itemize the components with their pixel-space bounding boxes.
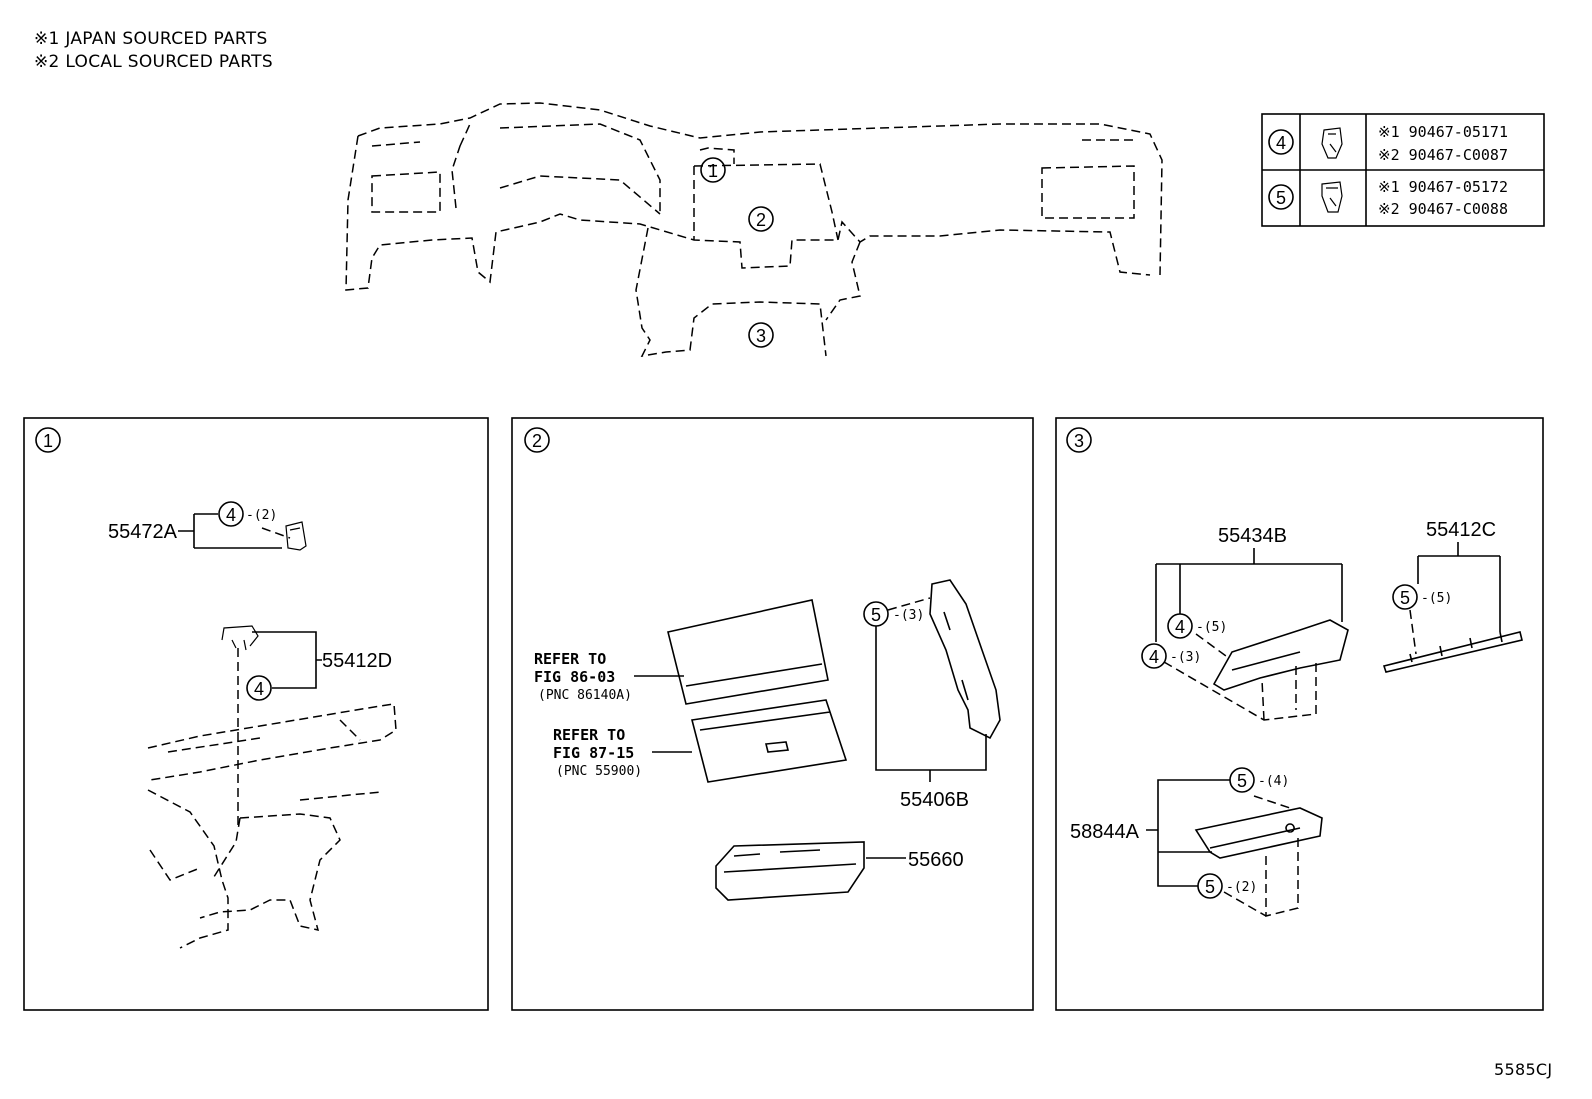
- fastener-ref-4: 4: [1276, 133, 1286, 153]
- panel-2-label: 2: [532, 431, 542, 451]
- callout-5[interactable]: 5: [871, 605, 881, 625]
- qty-label: -(3): [1170, 650, 1201, 665]
- side-garnish: [929, 579, 1001, 740]
- panel-1: 1 55472A 4 -(2) 55412D 4: [23, 417, 489, 1011]
- part-number-55406B[interactable]: 55406B: [900, 789, 969, 811]
- qty-label: -(3): [893, 608, 924, 623]
- fastener-row-5: 5 ※1 90467-05172 ※2 90467-C0088: [1268, 178, 1508, 218]
- overview-callout-3[interactable]: 3: [748, 322, 774, 348]
- part-number-58844A[interactable]: 58844A: [1070, 821, 1140, 843]
- lower-panel: [1212, 619, 1349, 691]
- fastener-part-5-local: ※2 90467-C0088: [1378, 200, 1508, 218]
- audio-panel: [691, 699, 848, 783]
- clip-part: [221, 625, 259, 651]
- callout-4[interactable]: 4: [1175, 617, 1185, 637]
- ac-control-panel: [715, 841, 865, 901]
- panel-3: 3 55434B 4 -(5) 4 -(3) 55412C 5 -(5) 5 -…: [1055, 417, 1544, 1011]
- callout-4[interactable]: 4: [226, 505, 236, 525]
- clip-part: [285, 521, 307, 551]
- display-unit: [667, 599, 829, 705]
- qty-label: -(5): [1196, 620, 1227, 635]
- refer-fig-86-03[interactable]: FIG 86-03: [534, 668, 615, 686]
- bracket-part: [1194, 807, 1323, 859]
- note-local: ※2 LOCAL SOURCED PARTS: [34, 52, 273, 72]
- dashboard-overview: [345, 102, 1163, 357]
- part-number-55472A[interactable]: 55472A: [108, 521, 178, 543]
- qty-label: -(2): [1226, 880, 1257, 895]
- fastener-part-4-jp: ※1 90467-05171: [1378, 123, 1508, 141]
- fastener-table: 4 ※1 90467-05171 ※2 90467-C0087 5 ※1 904…: [1261, 113, 1545, 227]
- refer-to-label: REFER TO: [534, 650, 606, 668]
- overview-callout-3-label: 3: [756, 326, 766, 346]
- clip-icon: [1321, 181, 1343, 213]
- part-number-55412D[interactable]: 55412D: [322, 650, 392, 672]
- refer-to-label: REFER TO: [553, 726, 625, 744]
- callout-4[interactable]: 4: [1149, 647, 1159, 667]
- diagram-code: 5585CJ: [1494, 1060, 1553, 1079]
- overview-callout-1[interactable]: 1: [700, 157, 726, 183]
- clip-icon: [1321, 127, 1343, 159]
- refer-fig-87-15[interactable]: FIG 87-15: [553, 744, 634, 762]
- part-number-55412C[interactable]: 55412C: [1426, 519, 1496, 541]
- panel-2: 2 REFER TO FIG 86-03 (PNC 86140A) REFER …: [511, 417, 1034, 1011]
- note-japan: ※1 JAPAN SOURCED PARTS: [34, 29, 268, 49]
- fastener-part-5-jp: ※1 90467-05172: [1378, 178, 1508, 196]
- qty-label: -(4): [1258, 774, 1289, 789]
- refer-pnc-55900: (PNC 55900): [556, 764, 642, 779]
- refer-pnc-86140A: (PNC 86140A): [538, 688, 632, 703]
- callout-5[interactable]: 5: [1400, 588, 1410, 608]
- overview-callout-2[interactable]: 2: [748, 206, 774, 232]
- qty-label: -(2): [246, 508, 277, 523]
- overview-callout-1-label: 1: [708, 161, 718, 181]
- fastener-ref-5: 5: [1276, 188, 1286, 208]
- panel-3-label: 3: [1074, 431, 1084, 451]
- panel-1-label: 1: [43, 431, 53, 451]
- part-number-55434B[interactable]: 55434B: [1218, 525, 1287, 547]
- trim-strip: [1382, 631, 1523, 673]
- callout-4[interactable]: 4: [254, 679, 264, 699]
- callout-5[interactable]: 5: [1237, 771, 1247, 791]
- qty-label: -(5): [1421, 591, 1452, 606]
- part-number-55660[interactable]: 55660: [908, 849, 964, 871]
- fastener-part-4-local: ※2 90467-C0087: [1378, 146, 1508, 164]
- callout-5[interactable]: 5: [1205, 877, 1215, 897]
- overview-callout-2-label: 2: [756, 210, 766, 230]
- fastener-row-4: 4 ※1 90467-05171 ※2 90467-C0087: [1268, 123, 1508, 164]
